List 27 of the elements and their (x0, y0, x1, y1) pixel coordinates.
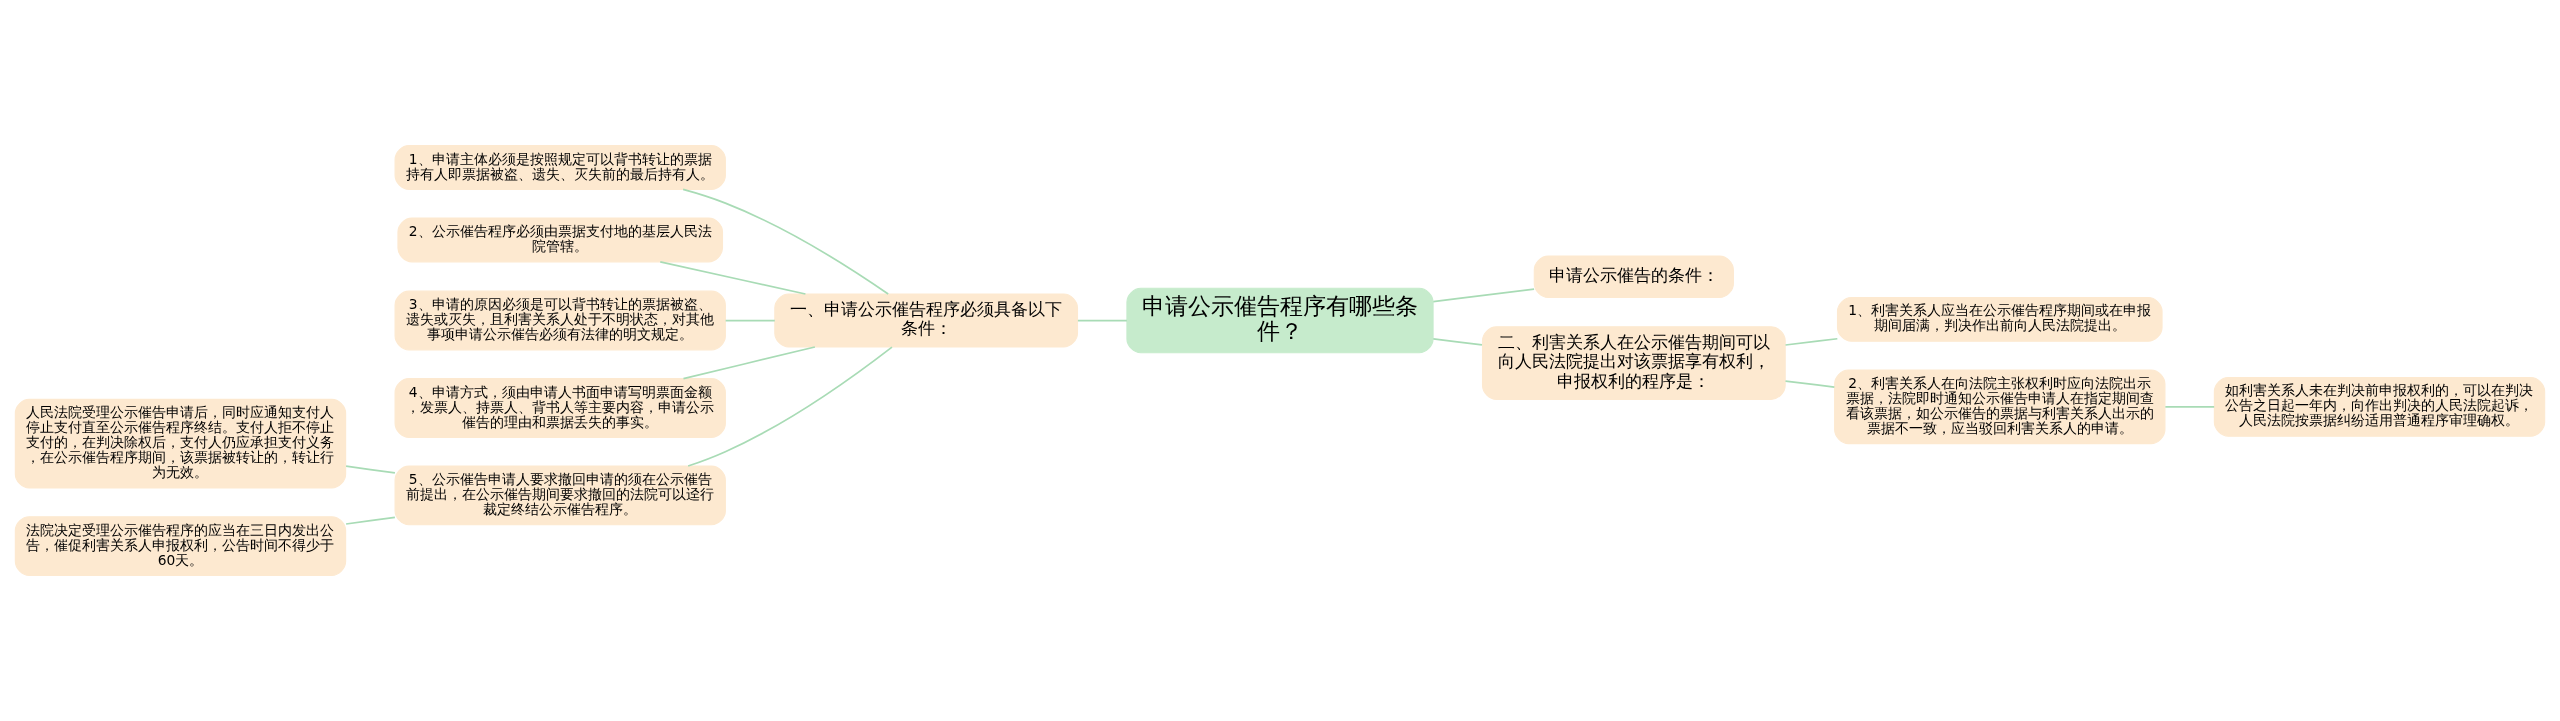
connector (345, 516, 396, 525)
connector (1784, 380, 1836, 388)
node-box: 2、利害关系人在向法院主张权利时应向法院出示票据，法院即时通知公示催告申请人在指定期间查看该票据，如公示催告的票据与利害关系人出示的票据不一致，应当驳回利害关系人的申请。 (1834, 369, 2166, 445)
node-box: 申请公示催告程序有哪些条件？ (1126, 287, 1434, 354)
node-box: 5、公示催告申请人要求撤回申请的须在公示催告前提出，在公示催告期间要求撤回的法院可以迳行裁定终结公示催告程序。 (394, 465, 726, 526)
connector (682, 188, 890, 295)
connector (1784, 337, 1839, 346)
node-box: 4、申请方式，须由申请人书面申请写明票面金额，发票人、持票人、背书人等主要内容，申请公示催告的理由和票据丢失的事实。 (394, 378, 726, 438)
node-box: 1、利害关系人应当在公示催告程序期间或在申报期间届满，判决作出前向人民法院提出。 (1836, 296, 2163, 342)
node-box: 法院决定受理公示催告程序的应当在三日内发出公告，催促利害关系人申报权利，公告时间不得少于60天。 (14, 516, 347, 576)
connector (345, 465, 396, 474)
node-box: 3、申请的原因必须是可以背书转让的票据被盗、遗失或灭失，且利害关系人处于不明状态，对其他事项申请公示催告必须有法律的明文规定。 (394, 290, 726, 351)
node-box: 人民法院受理公示催告申请后，同时应通知支付人停止支付直至公示催告程序终结。支付人拒不停止支付的，在判决除权后，支付人仍应承担支付义务，在公示催告程序期间，该票据被转让的，转让行为无效。 (14, 398, 347, 489)
node-box: 申请公示催告的条件： (1533, 255, 1734, 299)
node-box: 2、公示催告程序必须由票据支付地的基层人民法院管辖。 (397, 217, 724, 263)
node-box: 一、申请公示催告程序必须具备以下条件： (774, 293, 1079, 348)
node-box: 1、申请主体必须是按照规定可以背书转让的票据持有人即票据被盗、遗失、灭失前的最后持有人。 (394, 145, 726, 190)
connector (1077, 319, 1128, 322)
connector (659, 261, 807, 295)
connector (724, 319, 776, 322)
connector (1432, 288, 1535, 303)
node-box: 如利害关系人未在判决前申报权利的，可以在判决公告之日起一年内，向作出判决的人民法院起诉，人民法院按票据纠纷适用普通程序审理确权。 (2213, 376, 2546, 437)
connector (2164, 405, 2216, 408)
connector (687, 346, 893, 467)
connector (682, 346, 816, 380)
node-box: 二、利害关系人在公示催告期间可以向人民法院提出对该票据享有权利，申报权利的程序是： (1481, 326, 1786, 400)
connector (1432, 338, 1483, 346)
